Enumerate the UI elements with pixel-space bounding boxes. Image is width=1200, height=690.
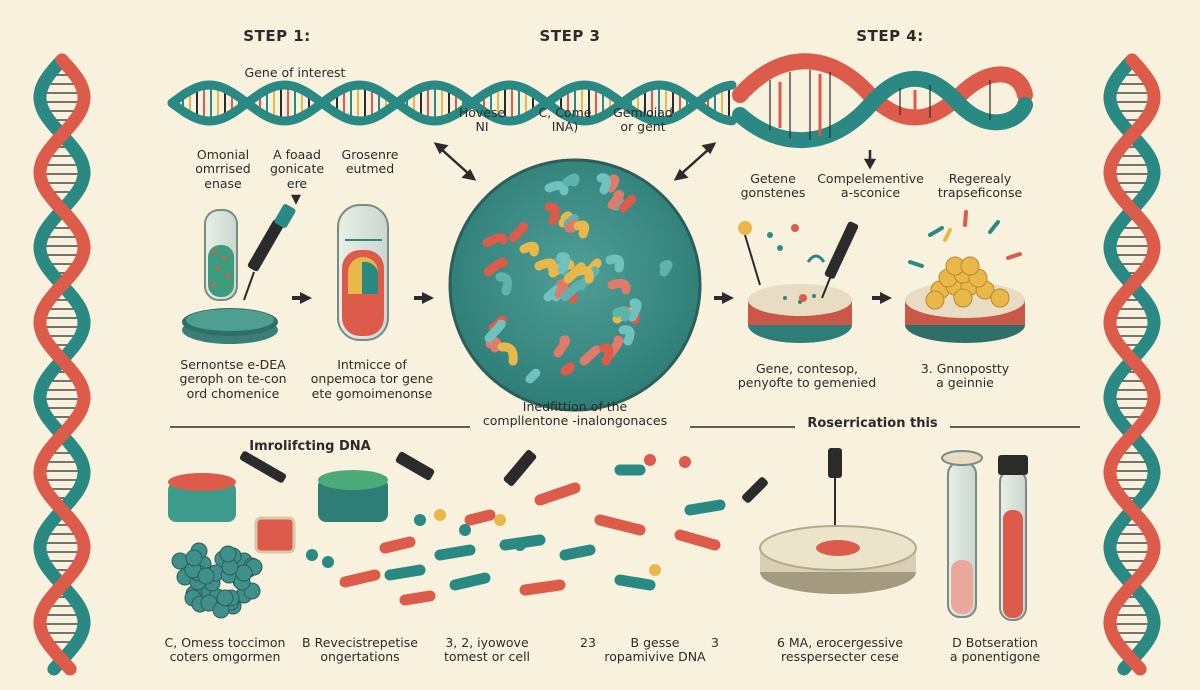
cell-colony-icon <box>905 210 1025 343</box>
arrow-right-icon <box>290 142 877 205</box>
test-tube-icon <box>941 450 1028 621</box>
pipette-icon <box>738 221 859 299</box>
dna-helix-icon <box>167 80 737 126</box>
pipette-icon <box>239 448 842 540</box>
test-tube-icon <box>337 204 389 341</box>
bacteria-cluster-icon <box>448 158 702 412</box>
grosenre-label: Grosenre eutmed <box>341 147 399 177</box>
test-tube-icon <box>204 209 238 301</box>
bottom-label-6: 3 <box>711 635 719 650</box>
sernontse-label: Sernontse e-DEA geroph on te-con ord cho… <box>179 357 287 401</box>
cell-colony-icon <box>171 542 263 619</box>
c-come-label: C, Come INA) <box>538 105 592 135</box>
bottom-label-5: B gesse ropamivive DNA <box>604 635 706 665</box>
pipette-icon <box>243 204 296 301</box>
indefittion-label: Inedfittion of the compllentone -inalong… <box>482 399 668 429</box>
gene-of-interest-label: Gene of interest <box>244 65 346 80</box>
petri-dish-icon <box>168 470 388 554</box>
step-1-heading: STEP 1: <box>243 27 311 45</box>
bottom-label-7: 6 MA, erocergessive resspersecter cese <box>776 635 904 665</box>
intmicce-label: Intmicce of onpemoca tor gene ete gomoim… <box>310 357 434 401</box>
bottom-label-2: B Revecistrepetise ongertations <box>302 635 418 665</box>
petri-dish-icon <box>748 284 852 343</box>
complementive-label: Compelementive a-sconice <box>817 171 924 201</box>
section-right-heading: Roserrication this <box>807 416 938 431</box>
section-left-heading: Imrolifcting DNA <box>249 439 371 454</box>
dna-helix-icon <box>732 53 1033 149</box>
regerealy-label: Regerealy trapseficonse <box>937 171 1023 201</box>
arrow-right-icon <box>292 292 892 304</box>
a-foaad-label: A foaad gonicate ere <box>269 147 325 191</box>
hovese-label: Hovese NI <box>458 105 506 135</box>
gemioiad-label: Gemioiad or gent <box>613 105 673 135</box>
petri-dish-icon <box>182 308 278 344</box>
bottom-label-1: C, Omess toccimon coters omgormen <box>164 635 286 665</box>
dna-helix-icon <box>33 53 91 676</box>
gnnopostty-label: 3. Gnnopostty a geinnie <box>920 361 1010 391</box>
gene-contesop-label: Gene, contesop, penyofte to gemenied <box>737 361 877 391</box>
bottom-label-4: 23 <box>580 635 596 650</box>
bottom-label-8: D Botseration a ponentigone <box>949 635 1041 665</box>
getene-label: Getene gonstenes <box>740 171 806 201</box>
step-4-heading: STEP 4: <box>856 27 924 45</box>
petri-dish-icon <box>759 525 917 594</box>
bottom-label-3: 3, 2, iyowove tomest or cell <box>443 635 531 665</box>
omonial-label: Omonial omrrised enase <box>195 147 251 191</box>
dna-helix-icon <box>1103 53 1161 676</box>
step-3-heading: STEP 3 <box>539 27 601 45</box>
